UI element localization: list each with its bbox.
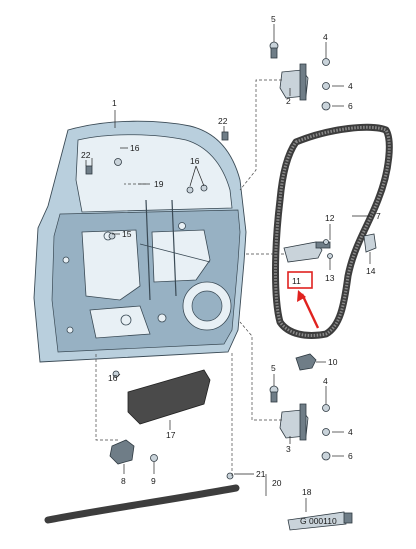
callout-4-bottom-b: 4 [348,427,353,437]
bolt-9 [150,454,158,462]
callout-5-top: 5 [271,14,276,24]
callout-14: 14 [366,266,376,276]
callout-16-b: 16 [190,156,200,166]
clip-21 [226,472,234,480]
callout-18: 18 [302,487,312,497]
callout-22-upper: 22 [218,116,228,126]
lower-hinge [269,385,331,461]
callout-8: 8 [121,476,126,486]
callout-3: 3 [286,444,291,454]
callout-20: 20 [272,478,282,488]
callout-21: 21 [256,469,266,479]
callout-4-top-a: 4 [323,32,328,42]
leader-lines [85,24,372,512]
callout-16-c: 16 [108,373,118,383]
callout-4-top-b: 4 [348,81,353,91]
dashed-connections [95,79,284,476]
callout-15: 15 [122,229,132,239]
callout-labels: 1 5 4 4 6 2 22 16 22 19 16 15 7 12 13 14… [81,14,381,497]
callout-22-left: 22 [81,150,91,160]
sound-insulation [127,369,211,425]
tube-label: G 000110 [300,516,337,526]
door-buffer [363,233,377,253]
callout-19: 19 [154,179,164,189]
callout-11: 11 [292,276,301,286]
door-seal [272,123,393,339]
door-sill-seal [44,472,240,524]
upper-hinge [269,41,331,111]
stop-pad [295,353,317,371]
callout-13: 13 [325,273,335,283]
door-check-strap [283,239,333,263]
callout-2: 2 [286,96,291,106]
highlight-box-11 [287,271,313,289]
callout-7: 7 [376,211,381,221]
callout-16-a: 16 [130,143,140,153]
callout-5-bottom: 5 [271,363,276,373]
door-shell [33,120,247,363]
callout-4-bottom-a: 4 [323,376,328,386]
callout-6-top: 6 [348,101,353,111]
highlight-arrow [297,290,320,329]
callout-1: 1 [112,98,117,108]
sealant-tube: G 000110 [287,511,353,531]
callout-6-bottom: 6 [348,451,353,461]
clip-22-upper [221,131,229,141]
callout-10: 10 [328,357,338,367]
grommet-16-lower [112,370,120,378]
callout-9: 9 [151,476,156,486]
callout-12: 12 [325,213,335,223]
latch-cover [109,439,135,465]
callout-17: 17 [166,430,176,440]
